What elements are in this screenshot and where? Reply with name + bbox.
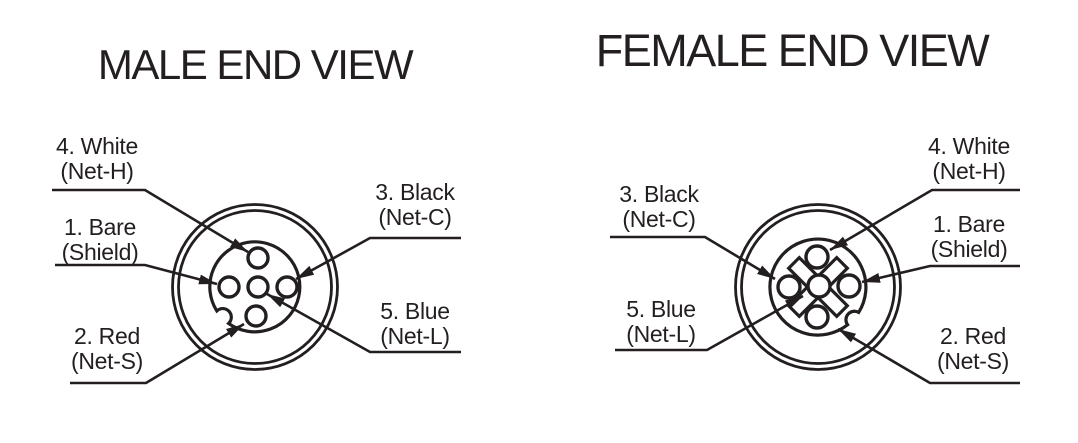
female-leader-pin5 xyxy=(615,294,804,352)
pin-net-name: (Net-L) xyxy=(380,323,450,349)
male-leader-pin5 xyxy=(266,292,461,354)
female-label-pin4-white: 4. White (Net-H) xyxy=(928,134,1010,184)
pin-number-color: 1. Bare xyxy=(932,211,1006,237)
pin-net-name: (Net-C) xyxy=(378,204,452,230)
female-label-pin5-blue: 5. Blue (Net-L) xyxy=(626,297,696,347)
male-pin-1 xyxy=(217,275,241,299)
pin-number-color: 5. Blue xyxy=(380,298,450,324)
male-label-pin2-red: 2. Red (Net-S) xyxy=(71,324,143,374)
male-label-pin3-black: 3. Black (Net-C) xyxy=(375,179,455,230)
female-inner-ring xyxy=(740,209,896,365)
pin-number-color: 5. Blue xyxy=(626,296,696,322)
male-pin-4 xyxy=(246,246,270,270)
pin-number-color: 3. Black xyxy=(619,181,699,207)
male-inner-ring xyxy=(177,209,333,365)
female-socket-3 xyxy=(776,274,802,300)
male-connector-face xyxy=(52,188,461,385)
male-leader-pin3 xyxy=(295,236,461,281)
female-leader-pin1 xyxy=(861,264,1020,284)
male-pin-5 xyxy=(246,275,270,299)
female-connector-face xyxy=(610,188,1020,385)
female-leader-pin4 xyxy=(829,188,1020,252)
female-socket-5 xyxy=(806,273,832,299)
male-pin-3 xyxy=(275,275,299,299)
female-label-pin3-black: 3. Black (Net-C) xyxy=(619,181,699,232)
male-label-pin4-white: 4. White (Net-H) xyxy=(56,134,138,184)
pin-net-name: (Net-H) xyxy=(932,158,1006,184)
pin-net-name: (Net-L) xyxy=(626,321,696,347)
female-label-pin1-bare: 1. Bare (Shield) xyxy=(931,212,1008,262)
pin-net-name: (Shield) xyxy=(61,239,139,265)
pin-number-color: 2. Red xyxy=(74,323,140,349)
male-pin-2 xyxy=(244,304,268,328)
male-outer-ring xyxy=(171,203,339,371)
pin-number-color: 2. Red xyxy=(940,323,1006,349)
female-leader-pin3 xyxy=(610,235,776,281)
male-label-pin5-blue: 5. Blue (Net-L) xyxy=(380,299,450,349)
female-socket-1 xyxy=(836,273,862,299)
female-leader-pin2 xyxy=(837,327,1020,385)
pin-net-name: (Net-H) xyxy=(60,158,134,184)
pin-number-color: 4. White xyxy=(56,133,138,159)
pin-net-name: (Net-S) xyxy=(70,348,144,374)
pin-number-color: 1. Bare xyxy=(63,214,137,240)
female-outer-ring xyxy=(734,203,902,371)
pin-number-color: 3. Black xyxy=(375,179,455,205)
male-leader-pin4 xyxy=(52,188,249,254)
male-label-pin1-bare: 1. Bare (Shield) xyxy=(62,215,139,265)
male-leader-pin1 xyxy=(55,263,218,286)
pin-net-name: (Shield) xyxy=(930,236,1008,262)
pin-net-name: (Net-S) xyxy=(936,348,1010,374)
male-leader-pin2 xyxy=(70,322,245,385)
male-end-view-title: MALE END VIEW xyxy=(97,41,414,88)
female-socket-2 xyxy=(804,304,830,330)
pin-net-name: (Net-C) xyxy=(622,206,696,232)
female-socket-4 xyxy=(804,244,830,270)
female-end-view-title: FEMALE END VIEW xyxy=(595,25,990,76)
pin-number-color: 4. White xyxy=(928,133,1010,159)
female-label-pin2-red: 2. Red (Net-S) xyxy=(937,324,1009,374)
